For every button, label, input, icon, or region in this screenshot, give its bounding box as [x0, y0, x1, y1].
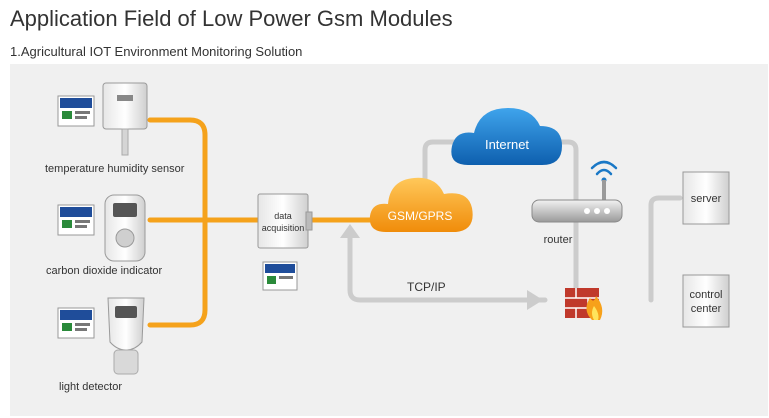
- sensor-label: temperature humidity sensor: [45, 163, 185, 175]
- router-label: router: [544, 234, 573, 246]
- data-acquisition-node: data acquisition: [257, 193, 313, 291]
- page-title: Application Field of Low Power Gsm Modul…: [10, 6, 453, 31]
- sensor-3: light detector: [57, 297, 145, 393]
- sensor-label: carbon dioxide indicator: [46, 265, 163, 277]
- sensor-label: light detector: [59, 381, 122, 393]
- gsm-gprs-cloud: GSM/GPRS: [369, 177, 473, 232]
- sensor-2: carbon dioxide indicator: [46, 194, 163, 277]
- link-tcpip-return: [347, 232, 548, 303]
- data-acquisition-label: data: [274, 211, 292, 221]
- internet-label: Internet: [485, 137, 529, 152]
- router-node: router: [531, 160, 623, 246]
- tcpip-label: TCP/IP: [407, 280, 446, 294]
- arrow-right-head: [527, 290, 543, 310]
- sensor-1: temperature humidity sensor: [45, 82, 185, 175]
- link-gsm-internet: [422, 139, 473, 195]
- server-label: server: [691, 193, 722, 205]
- arrow-up-head: [340, 224, 360, 238]
- server-node: server: [682, 171, 730, 225]
- firewall-icon: [565, 288, 603, 320]
- control-center-label: center: [691, 303, 722, 315]
- data-acquisition-label: acquisition: [262, 223, 305, 233]
- wifi-icon: [590, 160, 618, 176]
- link-sensor-3: [147, 217, 208, 328]
- light-detector-icon: [107, 297, 145, 375]
- link-internet-router: [532, 139, 579, 203]
- co2-indicator-icon: [104, 194, 146, 262]
- link-server-bracket: [648, 195, 683, 303]
- gsm-gprs-label: GSM/GPRS: [388, 209, 453, 223]
- gsm-module-icon: [57, 204, 95, 236]
- control-center-label: control: [689, 289, 722, 301]
- gray-links: [347, 139, 683, 303]
- gsm-module-icon: [262, 261, 298, 291]
- link-sensor-1: [147, 117, 208, 223]
- gsm-module-icon: [57, 307, 95, 339]
- orange-links: [147, 117, 383, 328]
- control-center-node: control center: [682, 274, 730, 328]
- gsm-module-icon: [57, 95, 95, 127]
- internet-cloud: Internet: [451, 108, 562, 165]
- temperature-sensor-icon: [102, 82, 148, 156]
- page-subtitle: 1.Agricultural IOT Environment Monitorin…: [10, 44, 303, 59]
